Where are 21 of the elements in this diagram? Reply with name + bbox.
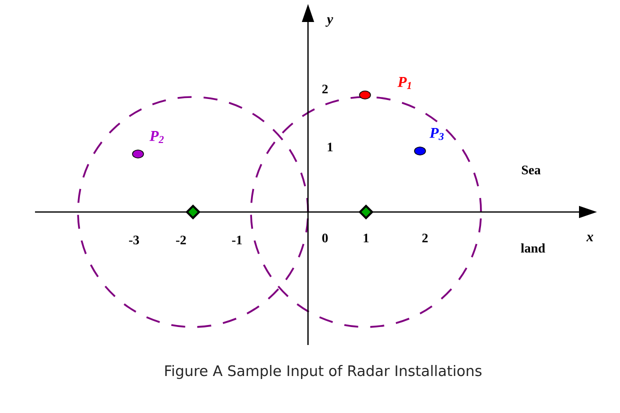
tick-label: 1 [364,234,369,242]
point-label: P$_{1}$ [398,77,411,89]
island-point [359,90,371,100]
point-label: P$_{3}$ [430,128,444,140]
tick-label: 1 [328,142,333,152]
tick-label: 2 [422,234,428,242]
tick-label: -2 [176,236,186,244]
region-label: land [520,243,546,253]
tick-label: 0 [322,234,328,242]
radar-diamond [186,204,200,220]
island-point [132,150,144,158]
tick-label: 2 [322,84,328,94]
island-point [414,146,426,156]
tick-label: -3 [129,236,139,244]
axis-label: x [586,234,594,242]
region-label: Sea [522,166,541,174]
axis-label: y [326,17,334,27]
tick-label: -1 [232,236,242,244]
caption: Figure A Sample Input of Radar Installations [165,364,482,379]
point-label: P$_{2}$ [150,131,164,143]
radar-diamond [358,204,374,220]
